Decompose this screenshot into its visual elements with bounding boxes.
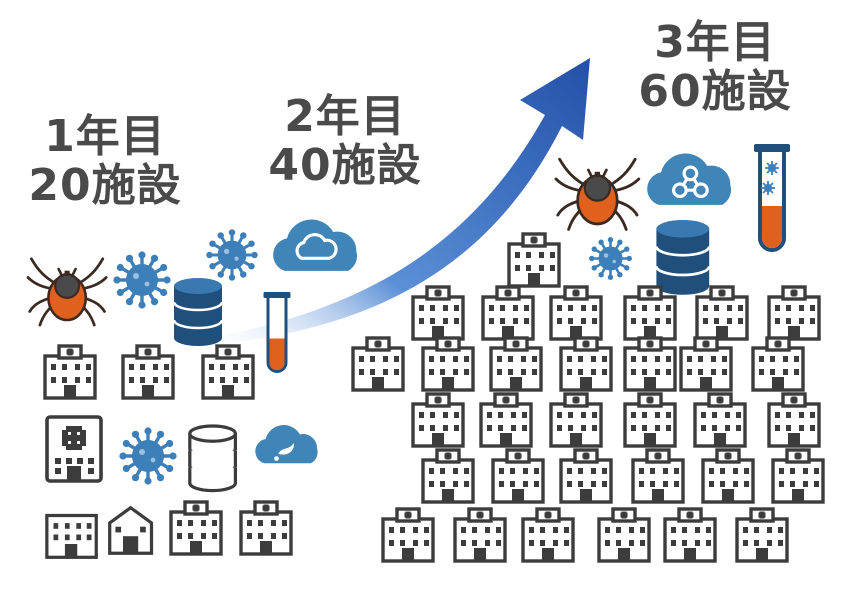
hospital-building-icon	[597, 507, 651, 563]
hospital-building-icon	[108, 505, 154, 555]
hospital-building-icon	[453, 507, 507, 563]
hospital-building-icon	[521, 507, 575, 563]
virus-icon	[113, 251, 171, 309]
stage-2-year: 2年目	[284, 91, 406, 142]
stage-1-year: 1年目	[44, 111, 166, 162]
hospital-building-icon	[701, 448, 755, 504]
stage-3-year: 3年目	[654, 17, 776, 68]
hospital-building-icon	[623, 392, 677, 448]
hospital-building-icon	[491, 448, 545, 504]
hospital-building-icon	[201, 344, 255, 400]
hospital-building-icon	[169, 500, 223, 556]
hospital-building-icon	[43, 344, 97, 400]
hospital-building-icon	[421, 448, 475, 504]
network-cloud-icon	[647, 153, 732, 205]
hospital-building-icon	[489, 336, 543, 392]
hospital-building-icon	[421, 336, 475, 392]
cloud-icon	[273, 219, 358, 271]
hospital-building-icon	[631, 448, 685, 504]
hospital-building-icon	[623, 336, 677, 392]
hospital-building-icon	[507, 232, 561, 288]
hospital-building-icon	[695, 285, 749, 341]
stage-2-facilities: 40施設	[268, 140, 422, 192]
hospital-building-icon	[559, 336, 613, 392]
stage-3-label: 3年目 60施設	[615, 18, 815, 117]
hospital-building-icon	[121, 344, 175, 400]
stage-2-label: 2年目 40施設	[245, 92, 445, 191]
hospital-building-icon	[239, 500, 293, 556]
tick-icon	[554, 157, 641, 231]
test-tube-icon	[754, 144, 790, 252]
stage-3-facilities: 60施設	[638, 66, 792, 118]
hospital-building-icon	[411, 285, 465, 341]
stage-1-label: 1年目 20施設	[10, 112, 200, 211]
hospital-building-icon	[549, 392, 603, 448]
database-icon	[172, 278, 224, 346]
growth-arrow-icon	[210, 58, 590, 345]
hospital-building-icon	[381, 507, 435, 563]
hospital-building-icon	[767, 392, 821, 448]
hospital-building-icon	[559, 448, 613, 504]
hospital-building-icon	[679, 336, 733, 392]
hospital-building-icon	[351, 336, 405, 392]
stage-1-facilities: 20施設	[28, 160, 182, 212]
tick-icon	[26, 257, 108, 327]
database-icon	[655, 220, 711, 295]
cloud-icon	[255, 425, 318, 464]
database-icon	[188, 424, 238, 493]
hospital-building-icon	[751, 336, 805, 392]
virus-icon	[119, 427, 177, 485]
hospital-building-icon	[663, 507, 717, 563]
hospital-building-icon	[771, 448, 825, 504]
clinic-building-icon	[45, 415, 103, 483]
hospital-building-icon	[767, 285, 821, 341]
hospital-building-icon	[481, 285, 535, 341]
hospital-building-icon	[479, 392, 533, 448]
hospital-building-icon	[549, 285, 603, 341]
virus-icon	[589, 237, 632, 280]
hospital-building-icon	[45, 513, 98, 559]
hospital-building-icon	[693, 392, 747, 448]
hospital-building-icon	[623, 285, 677, 341]
hospital-building-icon	[411, 392, 465, 448]
virus-icon	[206, 229, 258, 281]
hospital-building-icon	[735, 507, 789, 563]
test-tube-icon	[263, 292, 291, 373]
